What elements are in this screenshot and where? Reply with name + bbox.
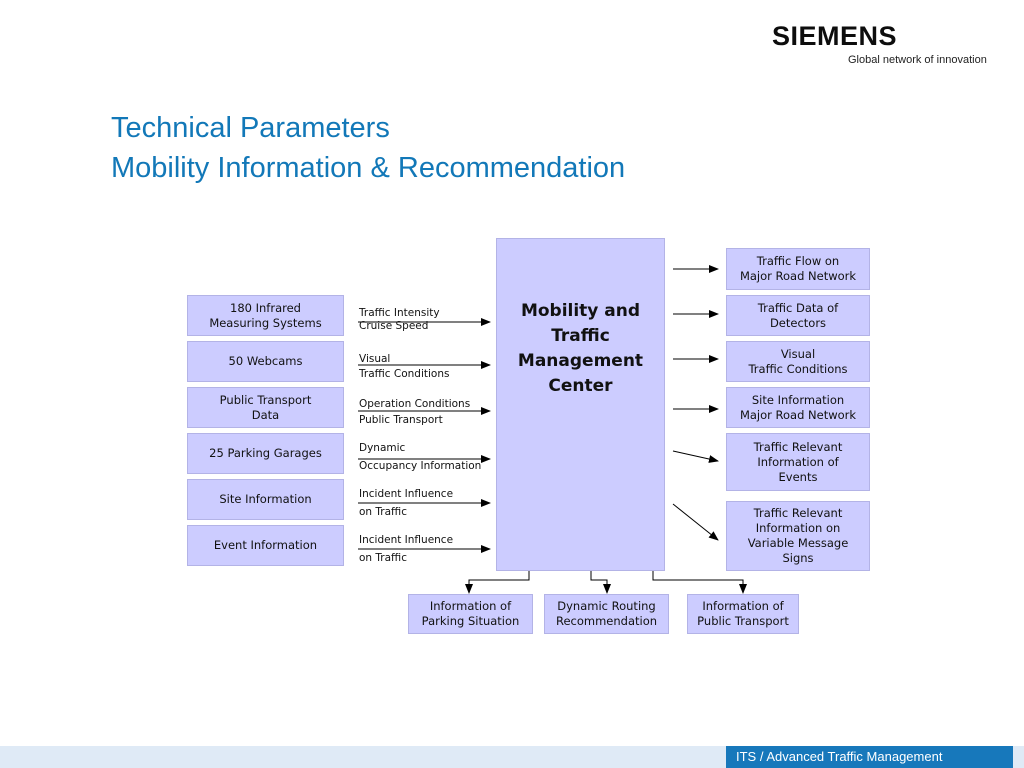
output-site-information: Site Information Major Road Network xyxy=(726,387,870,428)
bottom-connector-1 xyxy=(465,571,530,594)
flow-label-on-traffic-2: on Traffic xyxy=(359,552,407,564)
input-infrared-systems: 180 Infrared Measuring Systems xyxy=(187,295,344,336)
flow-label-traffic-intensity: Traffic Intensity xyxy=(359,307,440,319)
input-public-transport-data: Public Transport Data xyxy=(187,387,344,428)
output-arrow-6 xyxy=(672,503,719,541)
footer-label: ITS / Advanced Traffic Management xyxy=(726,746,1013,768)
flow-label-visual: Visual xyxy=(359,353,391,365)
mobility-management-center: Mobility and Traffic Management Center xyxy=(496,238,665,571)
flow-label-incident-influence-1: Incident Influence xyxy=(359,488,454,500)
bottom-connector-2 xyxy=(590,571,611,594)
output-traffic-events: Traffic Relevant Information of Events xyxy=(726,433,870,491)
flow-label-traffic-conditions: Traffic Conditions xyxy=(359,368,450,380)
brand-tagline: Global network of innovation xyxy=(848,54,987,66)
flow-label-dynamic: Dynamic xyxy=(359,442,406,454)
flow-label-occupancy-information: Occupancy Information xyxy=(359,460,482,472)
bottom-parking-situation: Information of Parking Situation xyxy=(408,594,533,634)
output-variable-message-signs: Traffic Relevant Information on Variable… xyxy=(726,501,870,571)
input-parking-garages: 25 Parking Garages xyxy=(187,433,344,474)
input-webcams: 50 Webcams xyxy=(187,341,344,382)
output-traffic-flow: Traffic Flow on Major Road Network xyxy=(726,248,870,290)
output-visual-traffic-conditions: Visual Traffic Conditions xyxy=(726,341,870,382)
title-line-1: Technical Parameters xyxy=(111,112,390,144)
flow-label-incident-influence-2: Incident Influence xyxy=(359,534,454,546)
input-event-information: Event Information xyxy=(187,525,344,566)
flow-label-public-transport: Public Transport xyxy=(359,414,443,426)
page-title: Technical Parameters Mobility Informatio… xyxy=(111,108,625,188)
output-traffic-data-detectors: Traffic Data of Detectors xyxy=(726,295,870,336)
flow-label-cruise-speed: Cruise Speed xyxy=(359,320,429,332)
input-site-information: Site Information xyxy=(187,479,344,520)
output-arrow-5 xyxy=(672,450,719,463)
flow-label-on-traffic-1: on Traffic xyxy=(359,506,407,518)
center-label: Mobility and Traffic Management Center xyxy=(517,301,644,396)
siemens-logo: SIEMENS Global network of innovation xyxy=(772,20,1012,66)
flow-label-operation-conditions: Operation Conditions xyxy=(359,398,471,410)
bottom-public-transport: Information of Public Transport xyxy=(687,594,799,634)
brand-name: SIEMENS xyxy=(772,21,898,51)
bottom-dynamic-routing: Dynamic Routing Recommendation xyxy=(544,594,669,634)
title-line-2: Mobility Information & Recommendation xyxy=(111,152,626,184)
bottom-connector-3 xyxy=(652,571,747,594)
